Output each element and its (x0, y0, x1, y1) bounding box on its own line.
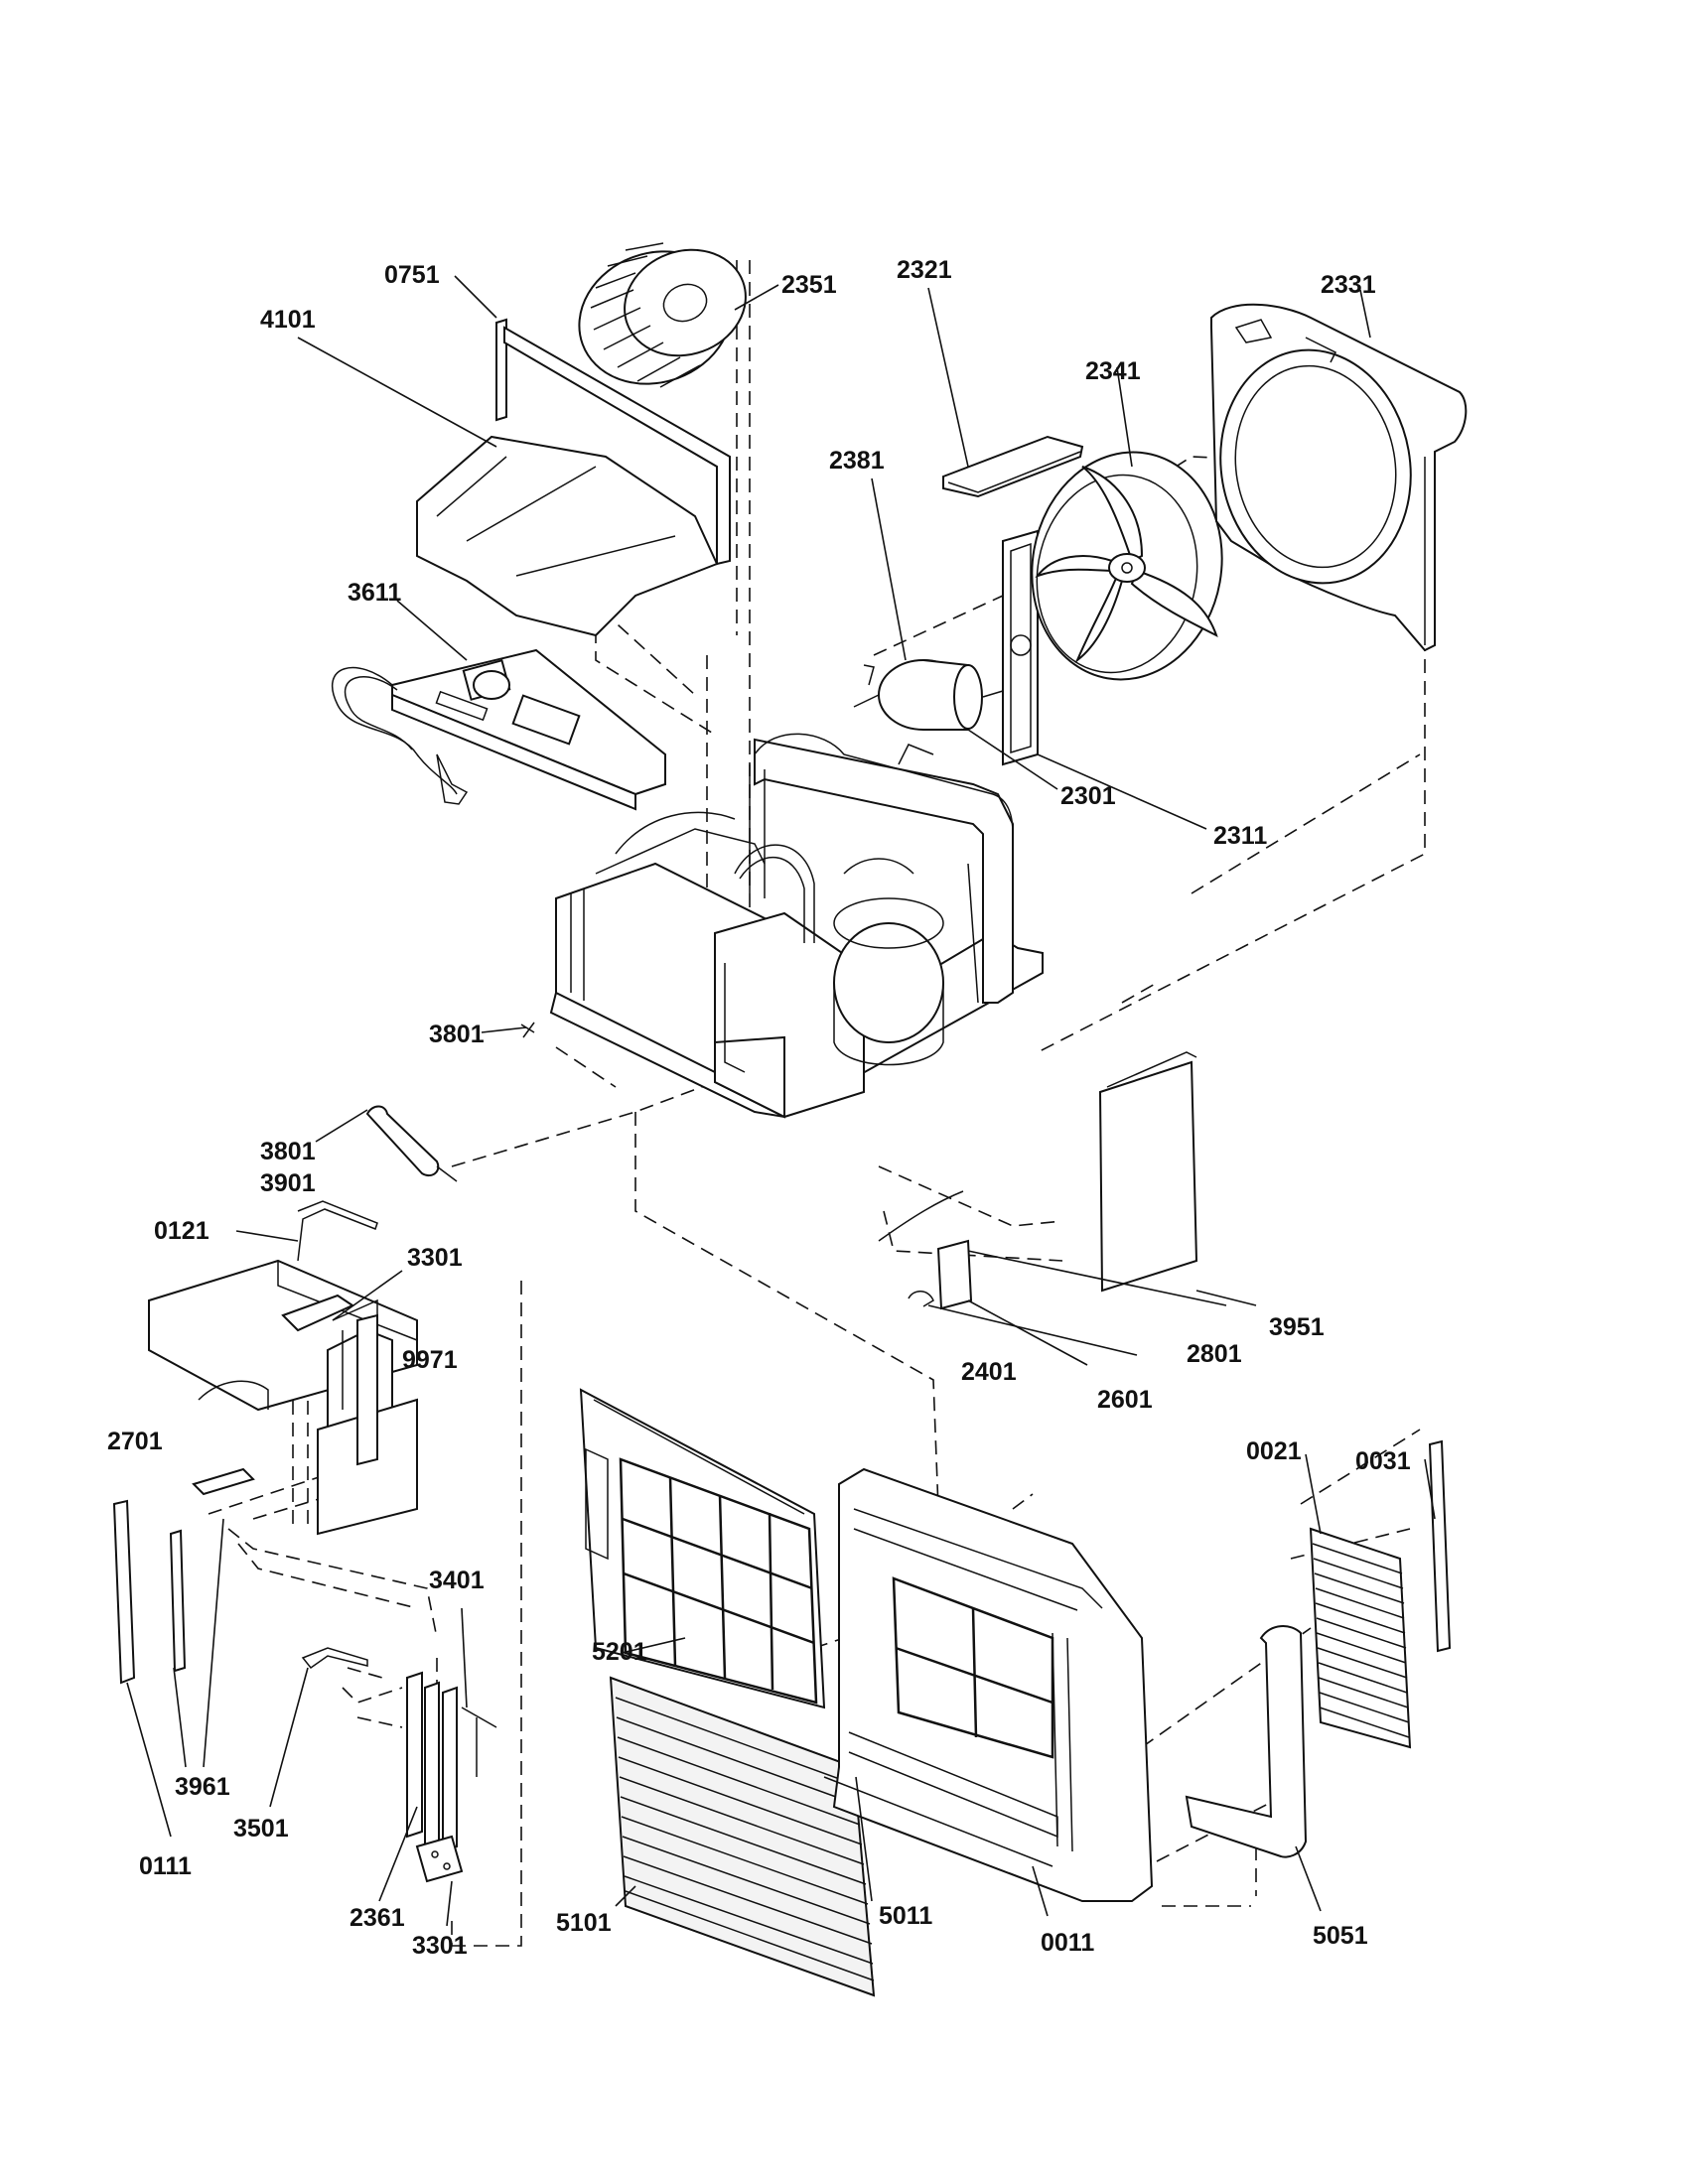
front-cabinet-part (823, 1467, 1154, 1902)
callout-3901: 3901 (260, 1169, 316, 1197)
callout-3801-chassis: 3801 (429, 1021, 485, 1048)
callout-0011: 0011 (1041, 1929, 1094, 1957)
clip-part (297, 1200, 378, 1262)
air-filter-part (579, 1388, 826, 1709)
callout-3301-bottom: 3301 (412, 1932, 468, 1960)
callout-2601: 2601 (1097, 1386, 1153, 1414)
callout-2341: 2341 (1085, 357, 1141, 385)
callout-2381: 2381 (829, 447, 885, 475)
mounting-bracket-part (301, 1647, 368, 1670)
partition-panel-part (416, 326, 731, 637)
callout-0031: 0031 (1355, 1447, 1411, 1475)
callout-0751: 0751 (384, 261, 440, 289)
side-rail-part (1428, 1439, 1452, 1653)
gasket-strip-0751-part (495, 318, 507, 422)
callout-5011: 5011 (879, 1902, 932, 1930)
callout-2701: 2701 (107, 1428, 163, 1455)
callout-0121: 0121 (154, 1217, 210, 1245)
callout-3501: 3501 (233, 1815, 289, 1843)
mounting-strip-part (1002, 529, 1039, 766)
callout-2801: 2801 (1187, 1340, 1242, 1368)
control-box-part (331, 648, 666, 811)
callout-0111: 0111 (139, 1852, 192, 1880)
callout-4101: 4101 (260, 306, 316, 334)
condenser-fan-blade-part (1031, 451, 1223, 681)
callout-5051: 5051 (1313, 1922, 1368, 1950)
seal-strips-part (112, 1467, 255, 1685)
fan-motor-part (853, 659, 1004, 765)
callout-3611: 3611 (348, 579, 401, 607)
condenser-shroud-part (1210, 303, 1468, 652)
thermostat-bulb-part (365, 1022, 535, 1182)
leader-lines (126, 275, 1436, 1927)
callout-0021: 0021 (1246, 1437, 1302, 1465)
callout-3951: 3951 (1269, 1313, 1325, 1341)
callout-3401: 3401 (429, 1567, 485, 1594)
callout-5201: 5201 (592, 1638, 647, 1666)
callout-labels: 0751 2351 2321 2331 4101 2341 2381 3611 … (107, 256, 1411, 1960)
callout-2321: 2321 (897, 256, 952, 284)
front-grille-part (609, 1676, 876, 1997)
blower-wheel-part (578, 242, 747, 388)
accordion-panel-part (1309, 1527, 1412, 1749)
callout-2331: 2331 (1321, 271, 1376, 299)
louver-frame-part (406, 1671, 497, 1883)
partition-wall-part (356, 1313, 378, 1466)
wire-and-cover-part (878, 1190, 973, 1310)
callout-2311: 2311 (1213, 822, 1267, 850)
callout-2301: 2301 (1060, 782, 1116, 810)
motor-bracket-part (942, 435, 1084, 498)
callout-3961: 3961 (175, 1773, 230, 1801)
callout-9971: 9971 (402, 1346, 458, 1374)
callout-2361: 2361 (350, 1904, 405, 1932)
callout-3301-top: 3301 (407, 1244, 463, 1272)
side-curtain-part (1185, 1625, 1308, 1858)
callout-2401: 2401 (961, 1358, 1017, 1386)
chassis-assembly-part (549, 733, 1044, 1119)
side-panel-part (1098, 1051, 1198, 1293)
callout-5101: 5101 (556, 1909, 612, 1937)
callout-3801-thermostat: 3801 (260, 1138, 316, 1165)
callout-2351: 2351 (781, 271, 837, 299)
